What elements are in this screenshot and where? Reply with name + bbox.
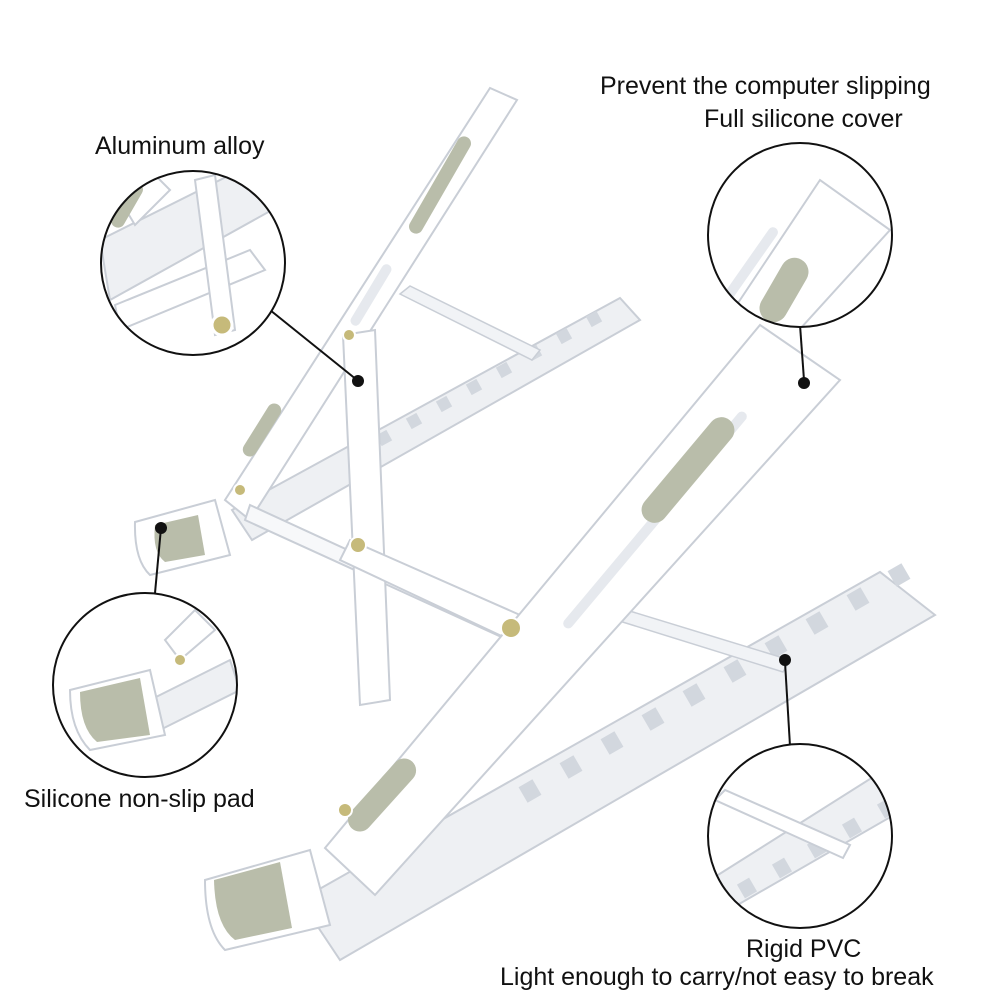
front-arm-pad-lower bbox=[347, 758, 417, 832]
x-frame-bar-b bbox=[341, 328, 392, 707]
center-hinge-screw bbox=[349, 536, 367, 554]
back-base-bar bbox=[230, 296, 642, 542]
front-arm-pad-upper bbox=[641, 417, 735, 523]
callout-light-enough: Light enough to carry/not easy to break bbox=[500, 963, 934, 991]
x-frame bbox=[243, 328, 522, 707]
callout-prevent-slipping: Prevent the computer slipping bbox=[600, 72, 931, 100]
callout-dot-pad bbox=[155, 522, 167, 534]
back-silicone-pad bbox=[154, 515, 205, 562]
callout-lines bbox=[154, 309, 805, 747]
back-arm-slot bbox=[350, 264, 392, 326]
back-stand bbox=[133, 86, 642, 577]
front-stand bbox=[203, 323, 937, 962]
back-arm-pad-lower bbox=[242, 403, 282, 457]
callout-dot-cover bbox=[798, 377, 810, 389]
front-slider-screw bbox=[500, 617, 522, 639]
zoom-circle-pvc bbox=[707, 743, 893, 929]
callout-aluminum-alloy: Aluminum alloy bbox=[95, 132, 265, 160]
back-hinge-screw bbox=[233, 483, 247, 497]
front-base-slots bbox=[518, 563, 911, 803]
back-arm-pad bbox=[409, 136, 471, 234]
front-silicone-pad bbox=[214, 862, 292, 940]
callout-rigid-pvc: Rigid PVC bbox=[746, 935, 862, 963]
callout-full-silicone-cover: Full silicone cover bbox=[704, 105, 903, 133]
front-lower-screw bbox=[337, 802, 353, 818]
zoom-circle-pad bbox=[52, 592, 238, 778]
callout-silicone-pad: Silicone non-slip pad bbox=[24, 785, 255, 813]
zoom-circle-aluminum bbox=[100, 170, 286, 356]
back-brace bbox=[398, 285, 542, 361]
zoom-circle-cover bbox=[707, 142, 893, 328]
callout-dot-pvc bbox=[779, 654, 791, 666]
upper-hinge-screw bbox=[342, 328, 356, 342]
callout-dot-aluminum bbox=[352, 375, 364, 387]
